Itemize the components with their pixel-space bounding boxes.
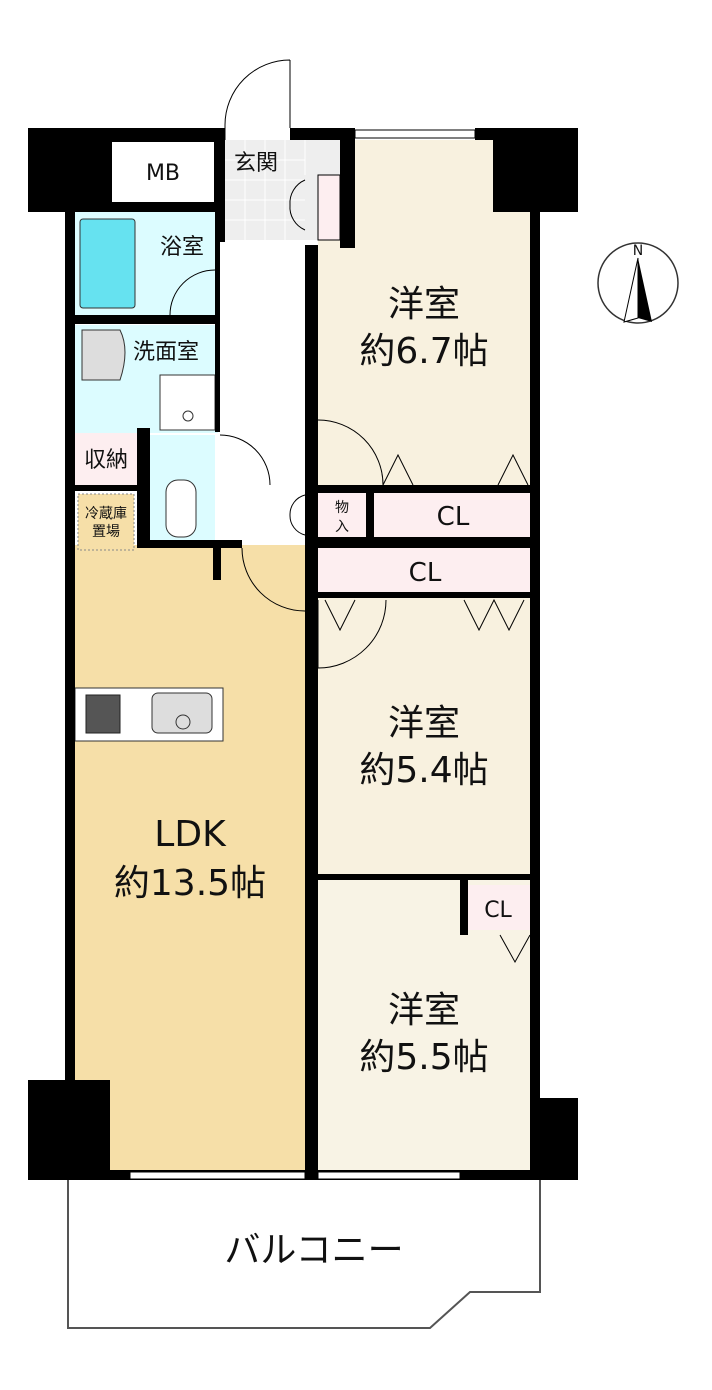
label-cl-3: CL [484, 898, 512, 923]
compass-label: N [633, 243, 643, 259]
label-closet-small-1: 物 [335, 500, 349, 516]
washbasin [81, 329, 126, 381]
walls [28, 128, 578, 1180]
label-storage: 収納 [84, 448, 128, 473]
label-ldk-name: LDK [154, 814, 227, 855]
label-fridge-2: 置場 [92, 524, 120, 540]
windows [129, 129, 476, 1180]
washing-machine-space [159, 374, 216, 431]
balcony-outline [67, 1180, 541, 1329]
label-cl-1: CL [437, 502, 470, 532]
sink-icon [151, 692, 213, 734]
label-balcony: バルコニー [224, 1230, 403, 1271]
label-western-3-size: 約5.5帖 [359, 1037, 488, 1078]
label-cl-2: CL [409, 558, 442, 588]
label-washroom: 洗面室 [133, 340, 199, 365]
label-bath: 浴室 [160, 235, 204, 260]
storage-area [75, 433, 137, 485]
label-genkan: 玄関 [234, 151, 278, 176]
label-western-3-name: 洋室 [388, 990, 460, 1031]
label-closet-small-2: 入 [335, 519, 349, 535]
label-ldk-size: 約13.5帖 [114, 863, 266, 904]
label-western-2-name: 洋室 [388, 703, 460, 744]
closet-1 [374, 493, 532, 537]
stove-icon [85, 694, 121, 734]
bathtub [79, 218, 136, 309]
closet-small [318, 493, 366, 537]
closet-2 [318, 548, 532, 592]
label-western-1-name: 洋室 [388, 284, 460, 325]
label-mb: MB [146, 161, 180, 186]
mb-box [112, 142, 214, 202]
fridge-space [77, 493, 135, 551]
shoe-closet [317, 174, 341, 241]
label-western-2-size: 約5.4帖 [359, 750, 488, 791]
closet-3 [468, 885, 530, 930]
ldk-area [75, 545, 307, 1173]
compass-icon: N [597, 242, 679, 324]
label-western-1-size: 約6.7帖 [359, 331, 488, 372]
label-fridge-1: 冷蔵庫 [85, 505, 127, 522]
western-room-2 [318, 598, 532, 876]
toilet [165, 479, 197, 538]
